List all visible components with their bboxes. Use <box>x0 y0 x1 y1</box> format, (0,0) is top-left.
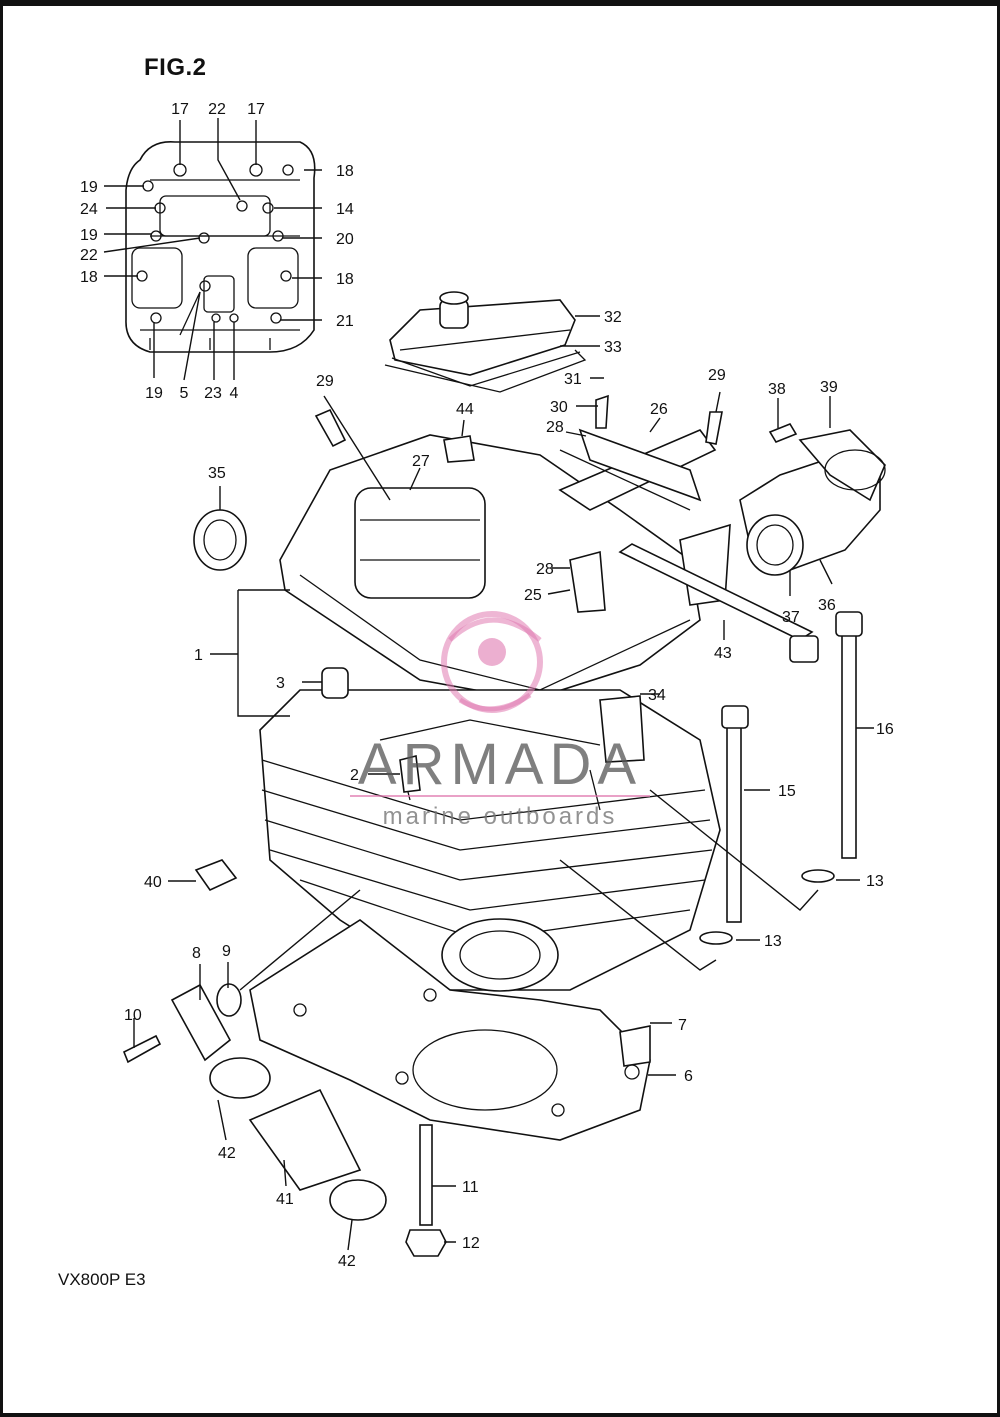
sheet-border-right <box>997 0 1000 1417</box>
callout: 34 <box>648 687 666 704</box>
inset-label: 14 <box>336 201 354 218</box>
callout: 31 <box>564 371 582 388</box>
callout: 37 <box>782 609 800 626</box>
callout: 1 <box>194 647 203 664</box>
callout: 38 <box>768 381 786 398</box>
sheet-border-top <box>0 0 1000 6</box>
inset-label: 22 <box>208 101 226 118</box>
head-gasket <box>249 919 651 1141</box>
callout: 12 <box>462 1235 480 1252</box>
callout: 40 <box>144 874 162 891</box>
inset-label: 20 <box>336 231 354 248</box>
intake-pipe <box>739 429 886 576</box>
leader-lines <box>103 118 874 1251</box>
inset-labels: 17 22 17 18 19 14 24 19 20 22 18 18 21 1… <box>80 101 354 402</box>
inset-label: 22 <box>80 247 98 264</box>
callout: 32 <box>604 309 622 326</box>
inset-label: 4 <box>230 385 239 402</box>
inset-label: 18 <box>336 271 354 288</box>
callout: 9 <box>222 943 231 960</box>
cylinder-head <box>259 429 731 992</box>
callout: 3 <box>276 675 285 692</box>
callout: 33 <box>604 339 622 356</box>
callout: 25 <box>524 587 542 604</box>
inset-label: 21 <box>336 313 354 330</box>
sheet-border-bottom <box>0 1413 1000 1417</box>
inset-label: 17 <box>171 101 189 118</box>
inset-label: 5 <box>180 385 189 402</box>
callout: 6 <box>684 1068 693 1085</box>
callout: 11 <box>462 1179 479 1196</box>
inset-label: 23 <box>204 385 222 402</box>
head-cover <box>384 291 587 393</box>
watermark-brand: ARMADA <box>358 732 642 797</box>
figure-title: FIG.2 <box>144 54 207 81</box>
sheet-border-left <box>0 0 3 1417</box>
callout: 26 <box>650 401 668 418</box>
inset-head-top-view <box>125 141 316 353</box>
callout: 13 <box>866 873 884 890</box>
callout: 16 <box>876 721 894 738</box>
callout: 35 <box>208 465 226 482</box>
callout: 15 <box>778 783 796 800</box>
callout: 13 <box>764 933 782 950</box>
callout: 29 <box>316 373 334 390</box>
part-callouts: 32 33 31 29 30 26 28 29 44 38 39 27 35 2… <box>124 309 894 1270</box>
inset-label: 18 <box>80 269 98 286</box>
inset-label: 19 <box>145 385 163 402</box>
inset-label: 24 <box>80 201 98 218</box>
callout: 8 <box>192 945 201 962</box>
callout: 28 <box>536 561 554 578</box>
watermark-tagline: marine outboards <box>383 803 618 830</box>
callout: 2 <box>350 767 359 784</box>
callout: 42 <box>338 1253 356 1270</box>
callout: 42 <box>218 1145 236 1162</box>
callout: 28 <box>546 419 564 436</box>
small-parts <box>122 428 702 1221</box>
model-code: VX800P E3 <box>58 1270 146 1289</box>
callout: 39 <box>820 379 838 396</box>
callout: 30 <box>550 399 568 416</box>
callout: 44 <box>456 401 474 418</box>
callout: 10 <box>124 1007 142 1024</box>
callout: 43 <box>714 645 732 662</box>
inset-label: 17 <box>247 101 265 118</box>
inset-label: 18 <box>336 163 354 180</box>
callout: 36 <box>818 597 836 614</box>
callout: 29 <box>708 367 726 384</box>
inset-label: 19 <box>80 227 98 244</box>
bolts-and-studs <box>314 394 863 1257</box>
callout: 41 <box>276 1191 294 1208</box>
callout: 7 <box>678 1017 687 1034</box>
inset-label: 19 <box>80 179 98 196</box>
watermark-logo: ARMADA marine outboards <box>350 611 650 830</box>
callout: 27 <box>412 453 430 470</box>
